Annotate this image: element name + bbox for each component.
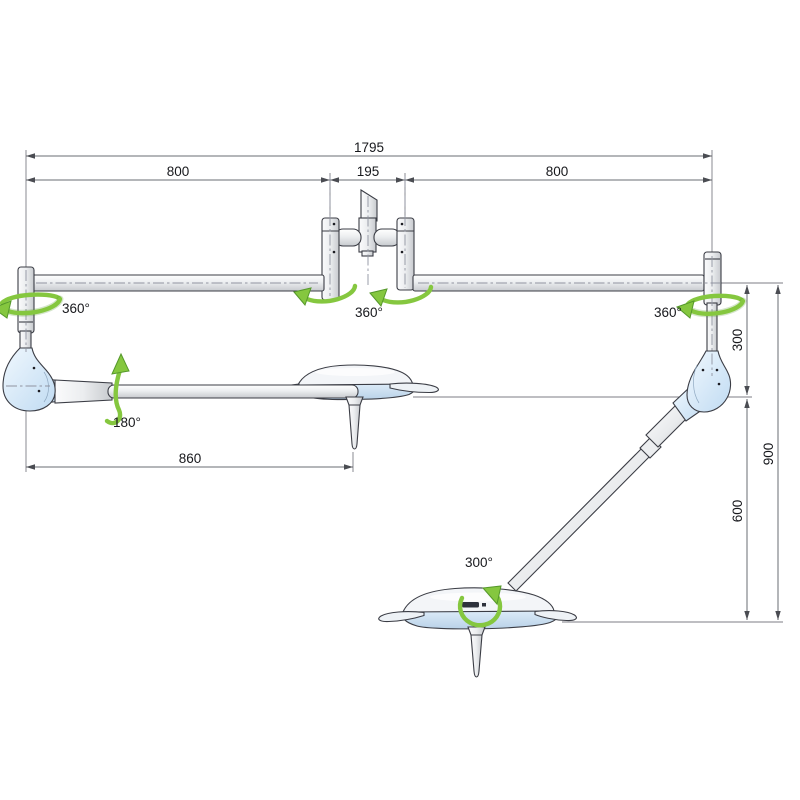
left-lamp-arm-sleeve bbox=[54, 379, 113, 404]
left-elbow-body bbox=[2, 347, 56, 412]
left-lamp-handle-bar bbox=[389, 382, 439, 394]
dim-left-span-label: 800 bbox=[167, 164, 190, 179]
left-lamp-handle bbox=[348, 404, 361, 450]
ceiling-mount bbox=[321, 189, 415, 301]
diagonal-arm-tube bbox=[507, 440, 658, 592]
dim-reach-label: 860 bbox=[179, 451, 202, 466]
rotation-left-post-label: 360° bbox=[62, 301, 90, 316]
rotation-180-flip-arrow-icon bbox=[104, 352, 130, 426]
rotation-arm-flip-label: 180° bbox=[113, 415, 141, 430]
dim-right-drops bbox=[413, 282, 783, 623]
dim-total-drop-label: 900 bbox=[761, 443, 776, 466]
dim-total-span-label: 1795 bbox=[354, 140, 384, 155]
rotation-indicators bbox=[0, 283, 747, 628]
dim-right-span-label: 800 bbox=[546, 164, 569, 179]
dim-upper-drop-label: 300 bbox=[730, 329, 745, 352]
left-lamp-arm bbox=[107, 384, 359, 399]
right-support-arm bbox=[412, 251, 722, 355]
dimension-labels: 1795 800 195 800 860 300 600 900 360° 36… bbox=[62, 140, 776, 570]
rotation-right-post-label: 360° bbox=[654, 305, 682, 320]
right-lamp-left-handle-bar bbox=[378, 611, 425, 623]
rotation-head-swivel-label: 300° bbox=[465, 555, 493, 570]
left-elbow-joint bbox=[2, 347, 113, 412]
rotation-center-posts-label: 360° bbox=[355, 305, 383, 320]
right-light-head bbox=[378, 587, 577, 678]
ceiling-column bbox=[358, 217, 377, 253]
center-right-post bbox=[396, 217, 415, 291]
rotation-360-right-arrow-icon bbox=[676, 293, 747, 319]
rotation-300-head-arrow-icon bbox=[457, 585, 503, 628]
dim-center-span-label: 195 bbox=[357, 164, 380, 179]
rotation-360-center-right-arrow-icon bbox=[369, 284, 434, 307]
left-spring-arm bbox=[107, 384, 364, 450]
ceiling-cover-plate bbox=[360, 189, 378, 222]
dim-lower-drop-label: 600 bbox=[730, 500, 745, 523]
right-spring-arm bbox=[507, 350, 732, 592]
brand-logo bbox=[462, 602, 479, 608]
dim-total-span bbox=[25, 150, 713, 268]
right-elbow-body bbox=[686, 350, 732, 413]
rotation-360-center-left-arrow-icon bbox=[293, 283, 358, 306]
left-light-head bbox=[275, 364, 439, 401]
dim-left-reach bbox=[25, 411, 354, 472]
left-drop-tube bbox=[19, 330, 32, 351]
right-lamp-handle bbox=[470, 634, 483, 678]
right-hub-link bbox=[373, 228, 401, 247]
right-lamp-right-handle-bar bbox=[534, 610, 577, 622]
rotation-360-left-arrow-icon bbox=[0, 292, 64, 319]
